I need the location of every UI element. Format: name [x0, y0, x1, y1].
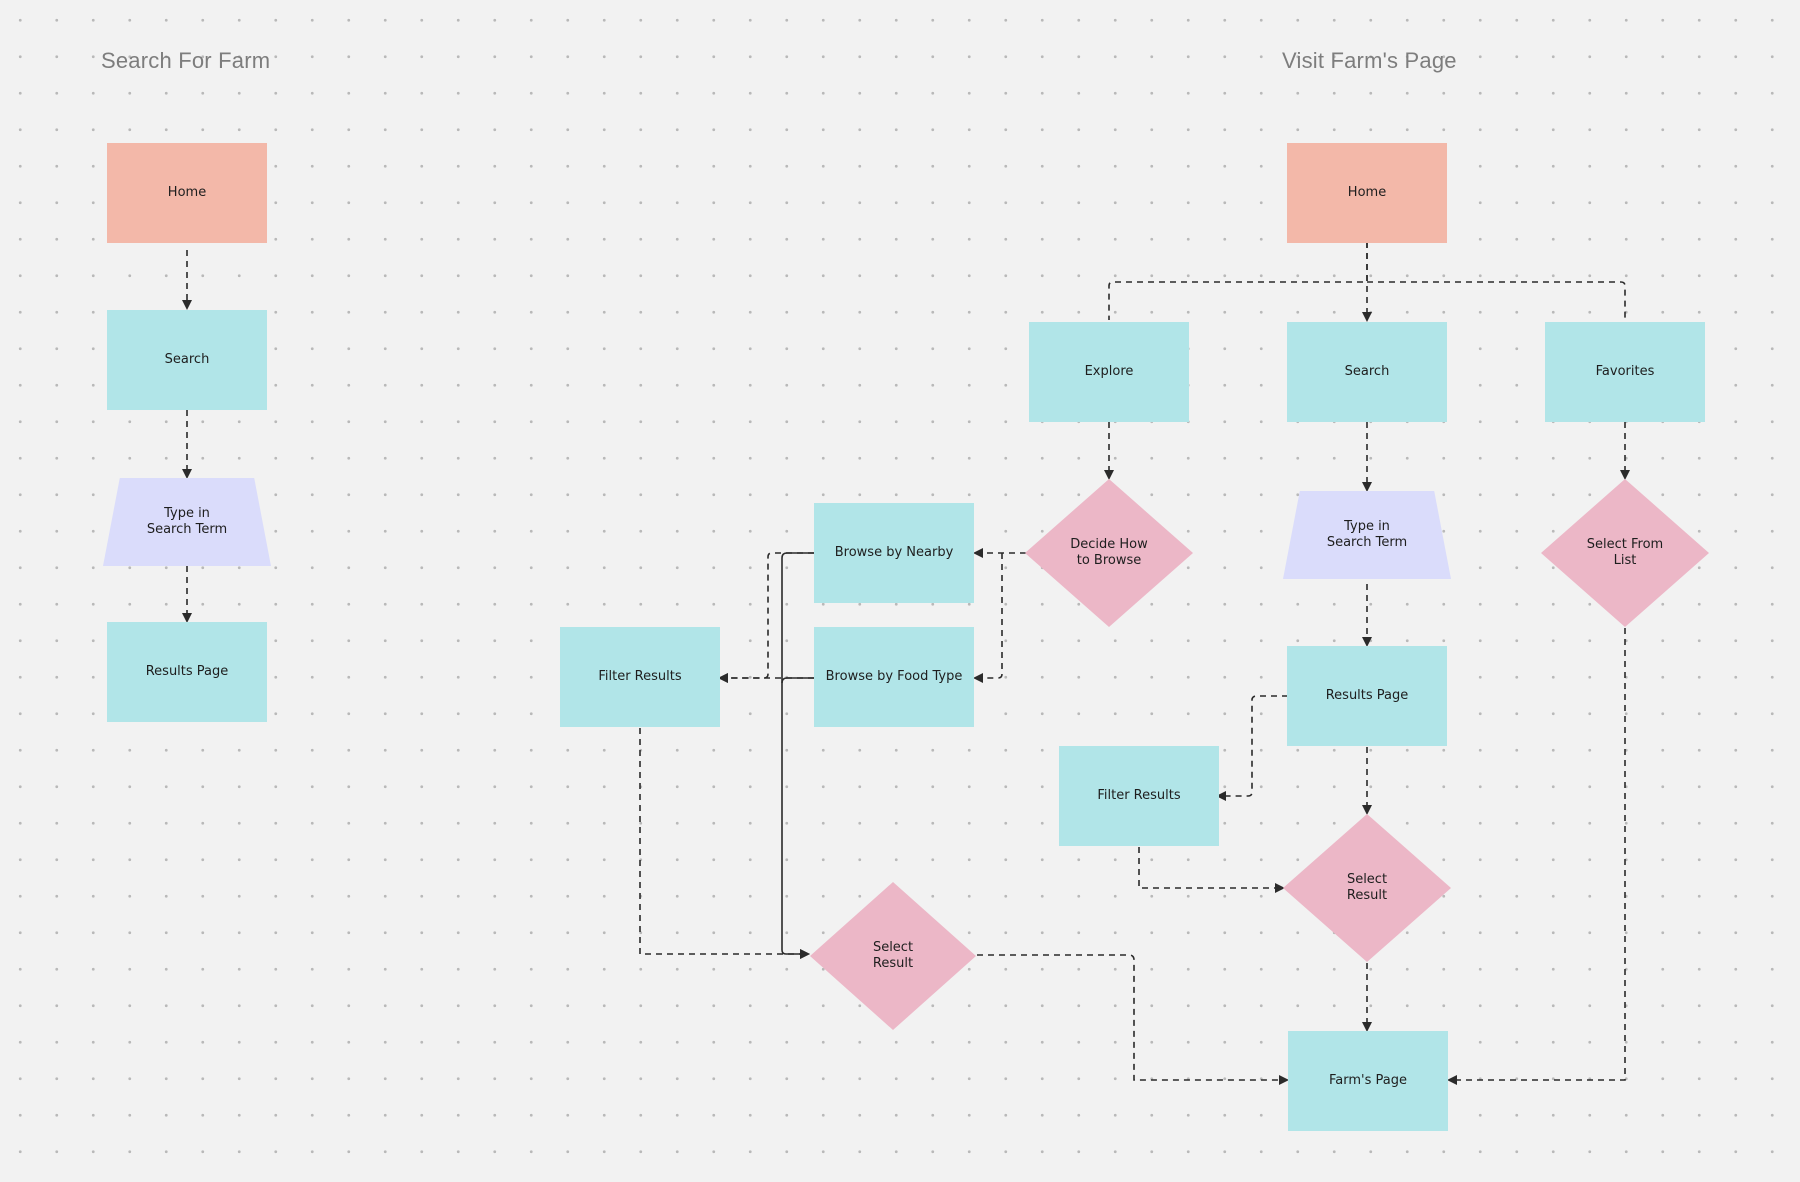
- node-browse-by-nearby[interactable]: Browse by Nearby: [814, 503, 974, 603]
- node-label: Type in Search Term: [1326, 519, 1408, 550]
- node-select-result-right[interactable]: Select Result: [1283, 814, 1451, 962]
- node-label: Search: [1344, 364, 1390, 379]
- node-select-from-list[interactable]: Select From List: [1541, 479, 1709, 627]
- node-filter-results-left[interactable]: Filter Results: [560, 627, 720, 727]
- node-select-result-left[interactable]: Select Result: [810, 882, 976, 1030]
- node-search-right[interactable]: Search: [1287, 322, 1447, 422]
- node-label: Filter Results: [1097, 788, 1181, 803]
- node-home-right[interactable]: Home: [1287, 143, 1447, 243]
- node-label: Search: [164, 352, 210, 367]
- connector-foodtype-select1-solid: [781, 677, 814, 684]
- node-explore[interactable]: Explore: [1029, 322, 1189, 422]
- node-label: Browse by Food Type: [825, 669, 963, 684]
- frame-title-search-for-farm: Search For Farm: [101, 48, 271, 73]
- connector-nearby-select1-solid: [781, 552, 814, 959]
- node-label: Farm's Page: [1329, 1073, 1407, 1088]
- node-favorites[interactable]: Favorites: [1545, 322, 1705, 422]
- node-label: Favorites: [1595, 364, 1655, 379]
- node-results-page-left[interactable]: Results Page: [107, 622, 267, 722]
- frame-title-visit-farms-page: Visit Farm's Page: [1282, 48, 1457, 73]
- node-label: Type in Search Term: [146, 506, 228, 537]
- connector-results2-filter2: [1216, 695, 1288, 801]
- connector-selectlist-farm: [1447, 628, 1626, 1085]
- connector-select1-farm: [977, 954, 1289, 1085]
- node-label: Decide How to Browse: [1070, 537, 1148, 568]
- node-label: Select Result: [872, 940, 914, 971]
- node-decide-how-to-browse[interactable]: Decide How to Browse: [1025, 479, 1193, 627]
- connector-nearby-filter1: [718, 552, 814, 683]
- node-label: Results Page: [1325, 688, 1409, 703]
- node-label: Results Page: [145, 664, 229, 679]
- connector-filter2-select2: [1138, 847, 1285, 893]
- node-label: Explore: [1084, 364, 1134, 379]
- node-label: Filter Results: [598, 669, 682, 684]
- connector-filter1-select1: [639, 728, 810, 959]
- node-label: Home: [167, 185, 207, 200]
- node-label: Select From List: [1586, 537, 1664, 568]
- node-home-left[interactable]: Home: [107, 143, 267, 243]
- node-type-search-term-right[interactable]: Type in Search Term: [1283, 491, 1451, 579]
- node-filter-results-right[interactable]: Filter Results: [1059, 746, 1219, 846]
- connector-decide-foodtype: [973, 553, 1003, 683]
- node-label: Select Result: [1346, 872, 1388, 903]
- node-results-page-right[interactable]: Results Page: [1287, 646, 1447, 746]
- node-label: Home: [1347, 185, 1387, 200]
- connector-home2-favorites: [1367, 281, 1626, 320]
- node-label: Browse by Nearby: [834, 545, 954, 560]
- node-search-left[interactable]: Search: [107, 310, 267, 410]
- node-type-search-term-left[interactable]: Type in Search Term: [103, 478, 271, 566]
- node-browse-by-food-type[interactable]: Browse by Food Type: [814, 627, 974, 727]
- connector-home2-explore: [1108, 242, 1368, 320]
- node-farms-page[interactable]: Farm's Page: [1288, 1031, 1448, 1131]
